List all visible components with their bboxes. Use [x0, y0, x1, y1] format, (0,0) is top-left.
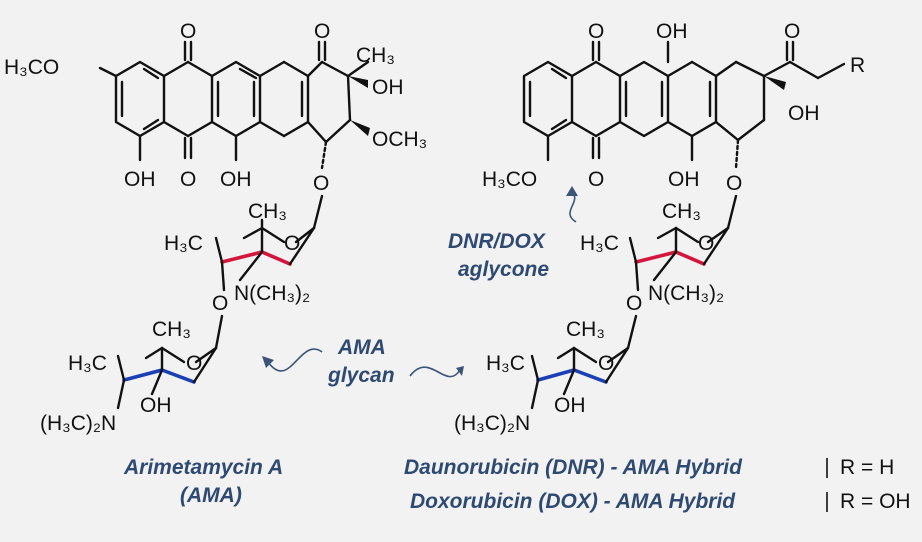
left-link-o-label: O [313, 172, 329, 195]
glycan-left-arrow [267, 348, 323, 372]
left-sugar1-h3c: H₃C [164, 232, 203, 255]
dnr-r-definition: R = H [840, 456, 894, 479]
right-o-bottom: O [588, 168, 604, 191]
left-oh-right-label: OH [372, 76, 404, 99]
left-sugar2-oh: OH [140, 394, 172, 417]
left-sugar-2 [116, 314, 224, 410]
aglycone-arrow [569, 191, 577, 223]
left-quinone-o-label: O [180, 168, 196, 191]
right-sugar2-o: O [598, 352, 614, 375]
right-sugar2-h3c: H₃C [486, 352, 525, 375]
glycan-annotation: AMA glycan [262, 336, 464, 387]
right-oh-bottom: OH [668, 168, 700, 191]
right-sugar2-ch3: CH₃ [566, 318, 605, 341]
right-aglycone-bonds [522, 40, 846, 170]
right-ketone-o: O [784, 20, 800, 43]
left-sugar1-o: O [284, 232, 300, 255]
aglycone-label-line2: aglycone [458, 258, 549, 281]
right-sugar2-oh: OH [554, 394, 586, 417]
right-sugar-2 [530, 314, 638, 410]
dox-r-definition: R = OH [840, 490, 911, 513]
left-aglycone-bonds [98, 40, 370, 170]
right-o-top: O [588, 20, 604, 43]
right-sugar1-ch3: CH₃ [662, 200, 701, 223]
left-oh-b-label: OH [220, 168, 252, 191]
left-sugar2-h3c: H₃C [68, 352, 107, 375]
left-link2-o: O [212, 292, 228, 315]
aglycone-arrowhead [566, 186, 578, 196]
left-ch3-label: CH₃ [356, 44, 395, 67]
left-sugar1-n: N(CH₃)₂ [234, 282, 310, 305]
glycan-label-line1: AMA [337, 336, 386, 359]
left-sugar2-ch3: CH₃ [152, 318, 191, 341]
hybrid-structure: O OH O R OH H₃CO O OH O CH₃ H₃C O N(CH₃)… [454, 20, 865, 435]
glycan-left-arrowhead [262, 356, 274, 368]
glycan-right-arrow [409, 366, 461, 378]
left-sugar-1 [214, 194, 324, 292]
left-sugar2-n: (H₃C)₂N [40, 412, 116, 435]
left-oh-a-label: OH [124, 168, 156, 191]
glycan-right-arrowhead [456, 366, 464, 376]
arimetamycin-a-structure: H₃CO O O CH₃ OH OCH₃ OH O OH O CH₃ H₃C O… [4, 20, 427, 435]
right-sugar2-n: (H₃C)₂N [454, 412, 530, 435]
glycan-label-line2: glycan [327, 364, 395, 387]
right-oh-top: OH [656, 20, 688, 43]
left-h3co-label: H₃CO [4, 56, 59, 79]
right-sugar1-n: N(CH₃)₂ [648, 282, 724, 305]
right-oh-right: OH [788, 102, 820, 125]
right-link2-o: O [626, 292, 642, 315]
left-sugar2-o: O [186, 352, 202, 375]
right-sugar1-h3c: H₃C [580, 232, 619, 255]
dox-hybrid-name: Doxorubicin (DOX) - AMA Hybrid [410, 490, 736, 513]
right-link-o: O [726, 172, 742, 195]
right-h3co: H₃CO [482, 168, 537, 191]
arimetamycin-name: Arimetamycin A [123, 456, 283, 479]
right-sugar1-o: O [698, 232, 714, 255]
left-sugar1-ch3: CH₃ [248, 200, 287, 223]
right-r-group: R [850, 54, 865, 77]
arimetamycin-abbrev: (AMA) [180, 484, 242, 507]
aglycone-annotation: DNR/DOX aglycone [448, 186, 578, 281]
left-ketone-o-top-right: O [314, 20, 330, 43]
left-och3-label: OCH₃ [372, 128, 427, 151]
dnr-hybrid-name: Daunorubicin (DNR) - AMA Hybrid [404, 456, 743, 479]
compound-names: Arimetamycin A (AMA) Daunorubicin (DNR) … [123, 456, 911, 513]
right-sugar-1 [628, 194, 738, 292]
left-ketone-o-top: O [180, 20, 196, 43]
aglycone-label-line1: DNR/DOX [448, 230, 547, 253]
